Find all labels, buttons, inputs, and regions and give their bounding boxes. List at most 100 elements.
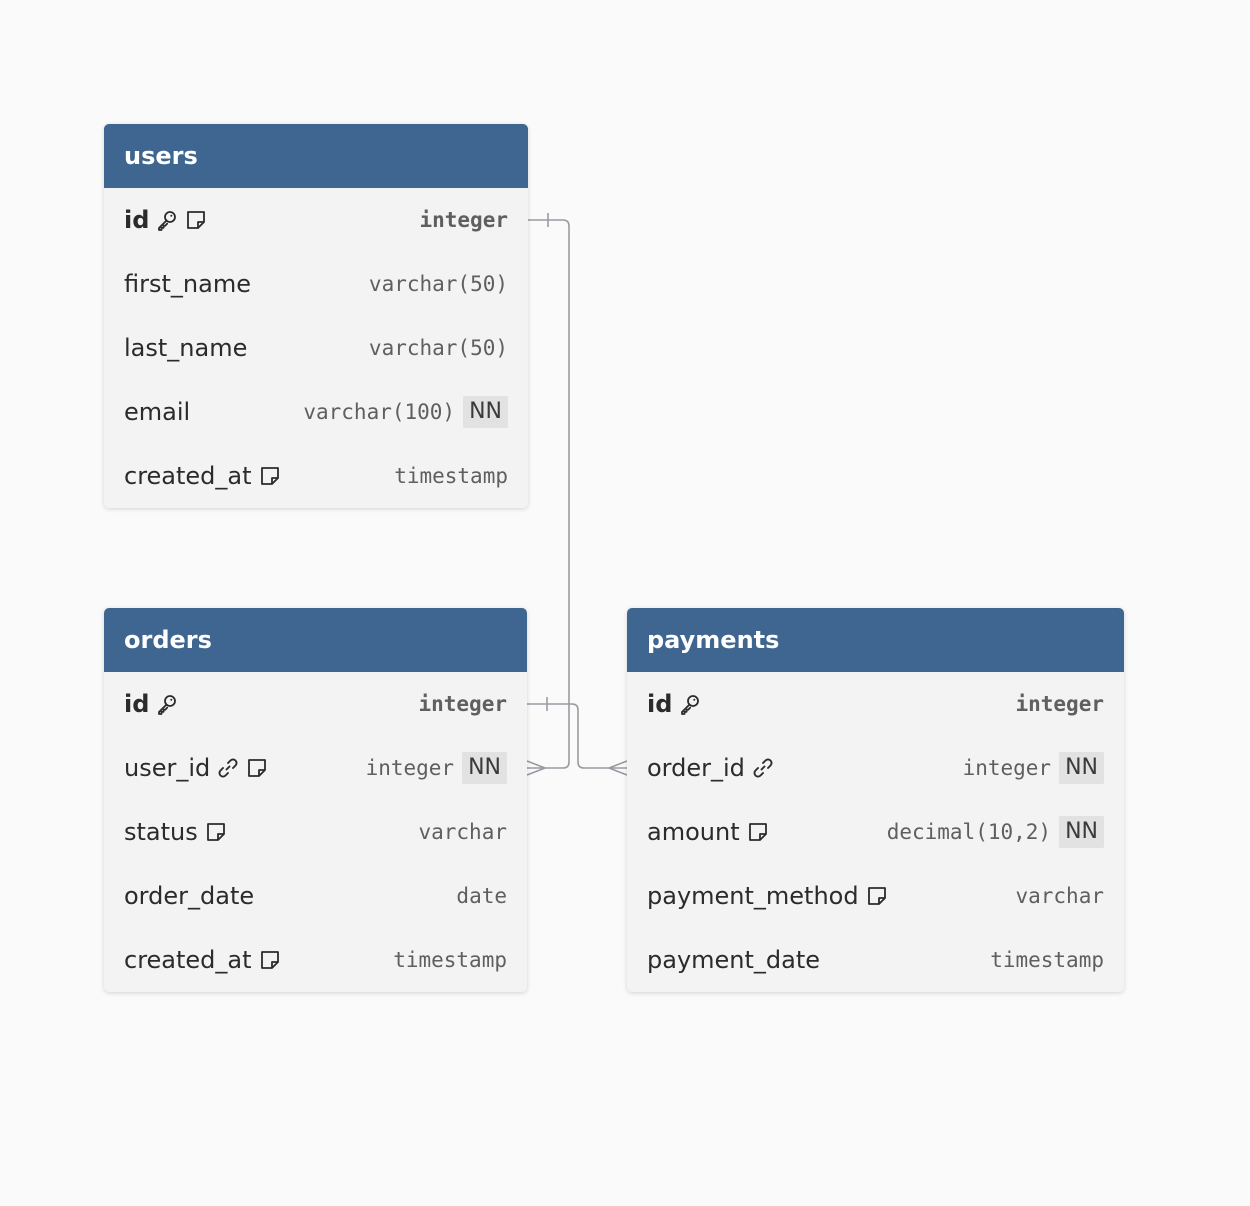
column-type: integer [365,756,455,780]
table-title: users [124,142,198,170]
column-row-payment-method[interactable]: payment_method varchar [627,864,1124,928]
column-name: payment_date [647,946,821,974]
column-type: timestamp [393,948,507,972]
column-row-user-id[interactable]: user_id integer NN [104,736,527,800]
column-name-group: id [124,690,178,718]
link-icon [217,757,239,779]
column-row-order-id[interactable]: order_id integer NN [627,736,1124,800]
column-type-group: decimal(10,2) NN [887,816,1104,848]
column-type-group: varchar [1015,884,1104,908]
column-name: email [124,398,191,426]
column-name-group: status [124,818,227,846]
not-null-badge: NN [1059,752,1104,784]
column-type: varchar(50) [368,336,508,360]
column-row-last-name[interactable]: last_name varchar(50) [104,316,528,380]
column-name-group: order_id [647,754,774,782]
column-row-amount[interactable]: amount decimal(10,2) NN [627,800,1124,864]
column-name-group: id [124,206,207,234]
column-type-group: integer [1015,692,1104,716]
column-name-group: last_name [124,334,247,362]
note-icon [259,465,281,487]
column-row-status[interactable]: status varchar [104,800,527,864]
not-null-badge: NN [1059,816,1104,848]
column-type-group: integer NN [366,752,507,784]
column-row-id[interactable]: id integer [627,672,1124,736]
table-header[interactable]: orders [104,608,527,672]
column-type-group: varchar(50) [369,272,508,296]
column-type: integer [418,692,507,716]
column-row-first-name[interactable]: first_name varchar(50) [104,252,528,316]
column-row-email[interactable]: email varchar(100) NN [104,380,528,444]
column-name: first_name [124,270,251,298]
column-name-group: id [647,690,701,718]
column-type-group: varchar(100) NN [303,396,508,428]
column-type: timestamp [394,464,508,488]
relationship-line-users-orders [527,219,570,769]
column-name-group: amount [647,818,769,846]
note-icon [747,821,769,843]
table-header[interactable]: payments [627,608,1124,672]
many-cardinality-marker [608,760,628,776]
column-type: integer [962,756,1052,780]
column-type-group: timestamp [990,948,1104,972]
column-name-group: payment_method [647,882,888,910]
column-row-payment-date[interactable]: payment_date timestamp [627,928,1124,992]
column-type: varchar(100) [303,400,456,424]
relationship-line-orders-payments [527,703,627,769]
table-header[interactable]: users [104,124,528,188]
not-null-badge: NN [462,752,507,784]
column-type-group: integer [419,208,508,232]
column-name-group: payment_date [647,946,820,974]
link-icon [752,757,774,779]
note-icon [866,885,888,907]
column-type: varchar [418,820,507,844]
column-type: integer [419,208,508,232]
column-name: order_date [124,882,255,910]
note-icon [185,209,207,231]
key-icon [156,209,178,231]
key-icon [156,693,178,715]
column-row-order-date[interactable]: order_date date [104,864,527,928]
column-type-group: varchar(50) [369,336,508,360]
column-name: id [124,690,150,718]
column-type: varchar(50) [368,272,508,296]
key-icon [679,693,701,715]
column-name: created_at [124,946,252,974]
column-name: order_id [647,754,745,782]
note-icon [246,757,268,779]
column-name-group: user_id [124,754,268,782]
column-type: decimal(10,2) [886,820,1052,844]
column-name: status [124,818,198,846]
column-row-id[interactable]: id integer [104,188,528,252]
column-name-group: first_name [124,270,251,298]
note-icon [259,949,281,971]
column-name: user_id [124,754,211,782]
column-name: amount [647,818,740,846]
column-type: varchar [1015,884,1104,908]
table-title: orders [124,626,212,654]
not-null-badge: NN [463,396,508,428]
column-row-created-at[interactable]: created_at timestamp [104,444,528,508]
column-name-group: created_at [124,462,281,490]
column-name-group: created_at [124,946,281,974]
column-row-created-at[interactable]: created_at timestamp [104,928,527,992]
column-type: date [456,884,507,908]
column-name: payment_method [647,882,859,910]
column-type-group: varchar [418,820,507,844]
column-type-group: date [456,884,507,908]
column-name: id [124,206,150,234]
note-icon [205,821,227,843]
column-type-group: timestamp [393,948,507,972]
column-row-id[interactable]: id integer [104,672,527,736]
column-type-group: integer [418,692,507,716]
column-name-group: email [124,398,190,426]
column-type: integer [1015,692,1104,716]
column-name: created_at [124,462,252,490]
table-title: payments [647,626,780,654]
column-type-group: timestamp [394,464,508,488]
